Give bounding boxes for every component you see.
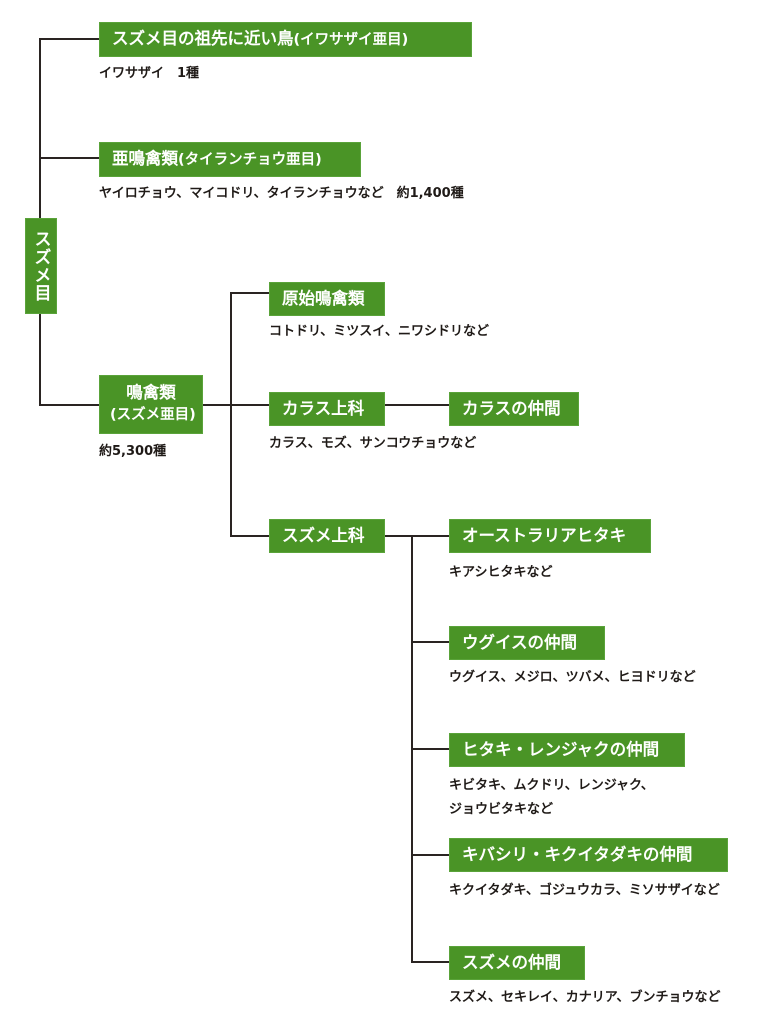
suborder-tyranni-desc: ヤイロチョウ、マイコドリ、タイランチョウなど 約1,400種: [99, 186, 464, 201]
branch-line-passeroidea: [230, 535, 269, 537]
suborder-subtitle: (タイランチョウ亜目): [178, 152, 322, 168]
group-title: 原始鳴禽類: [282, 289, 365, 308]
suborder-acanthisitti-box: スズメ目の祖先に近い鳥(イワサザイ亜目): [99, 22, 472, 57]
family-flycatchers-desc: キビタキ、ムクドリ、レンジャク、: [449, 778, 654, 793]
group-passeroidea-box: スズメ上科: [269, 519, 385, 553]
branch-line-corvoidea: [385, 404, 449, 406]
suborder-acanthisitti-desc: イワサザイ 1種: [99, 66, 200, 81]
suborder-title: スズメ目の祖先に近い鳥: [112, 29, 294, 48]
suborder-subtitle: (イワサザイ亜目): [293, 32, 409, 48]
family-petroicidae-desc: キアシヒタキなど: [449, 565, 553, 580]
passeroidea-connector-line: [385, 535, 449, 537]
branch-line-flycatchers: [411, 748, 449, 750]
order-passeriformes-box: スズメ目: [25, 218, 57, 314]
family-title: キバシリ・キクイタダキの仲間: [462, 845, 693, 864]
family-title: ウグイスの仲間: [462, 633, 578, 652]
group-primitive-oscines-desc: コトドリ、ミツスイ、ニワシドリなど: [269, 324, 489, 339]
group-corvids-box: カラスの仲間: [449, 392, 579, 426]
suborder-tyranni-box: 亜鳴禽類(タイランチョウ亜目): [99, 142, 361, 177]
family-treecreepers-box: キバシリ・キクイタダキの仲間: [449, 838, 728, 872]
suborder-subtitle: (スズメ亜目): [110, 407, 196, 423]
family-flycatchers-desc-line2: ジョウビタキなど: [449, 802, 554, 817]
suborder-passeri-box: 鳴禽類 (スズメ亜目): [99, 375, 203, 434]
group-title: カラス上科: [282, 399, 365, 418]
oscines-connector-line: [203, 404, 269, 406]
suborder-passeri-desc: 約5,300種: [99, 444, 167, 459]
branch-line-warblers: [411, 641, 449, 643]
group-primitive-oscines-box: 原始鳴禽類: [269, 282, 385, 316]
suborder-title: 鳴禽類: [126, 383, 176, 402]
order-label: スズメ目: [30, 230, 51, 302]
family-title: ヒタキ・レンジャクの仲間: [462, 740, 660, 759]
branch-line-iwasazai: [39, 38, 99, 40]
branch-line-treecreepers: [411, 854, 449, 856]
family-sparrows-desc: スズメ、セキレイ、カナリア、ブンチョウなど: [449, 990, 721, 1005]
family-treecreepers-desc: キクイタダキ、ゴジュウカラ、ミソサザイなど: [449, 883, 720, 898]
branch-line-oscines: [39, 404, 99, 406]
family-warblers-box: ウグイスの仲間: [449, 626, 605, 660]
group-title: カラスの仲間: [462, 399, 561, 418]
group-corvoidea-desc: カラス、モズ、サンコウチョウなど: [269, 436, 477, 451]
suborder-title: 亜鳴禽類: [112, 149, 178, 168]
group-title: スズメ上科: [282, 526, 365, 545]
branch-line-primitive: [230, 292, 269, 294]
oscines-trunk-line: [230, 292, 232, 536]
family-title: スズメの仲間: [462, 953, 561, 972]
family-flycatchers-box: ヒタキ・レンジャクの仲間: [449, 733, 685, 767]
family-petroicidae-box: オーストラリアヒタキ: [449, 519, 651, 553]
branch-line-suboscines: [39, 157, 99, 159]
family-sparrows-box: スズメの仲間: [449, 946, 585, 980]
family-warblers-desc: ウグイス、メジロ、ツバメ、ヒヨドリなど: [449, 670, 696, 685]
group-corvoidea-box: カラス上科: [269, 392, 385, 426]
family-title: オーストラリアヒタキ: [462, 526, 627, 545]
branch-line-sparrows: [411, 961, 449, 963]
